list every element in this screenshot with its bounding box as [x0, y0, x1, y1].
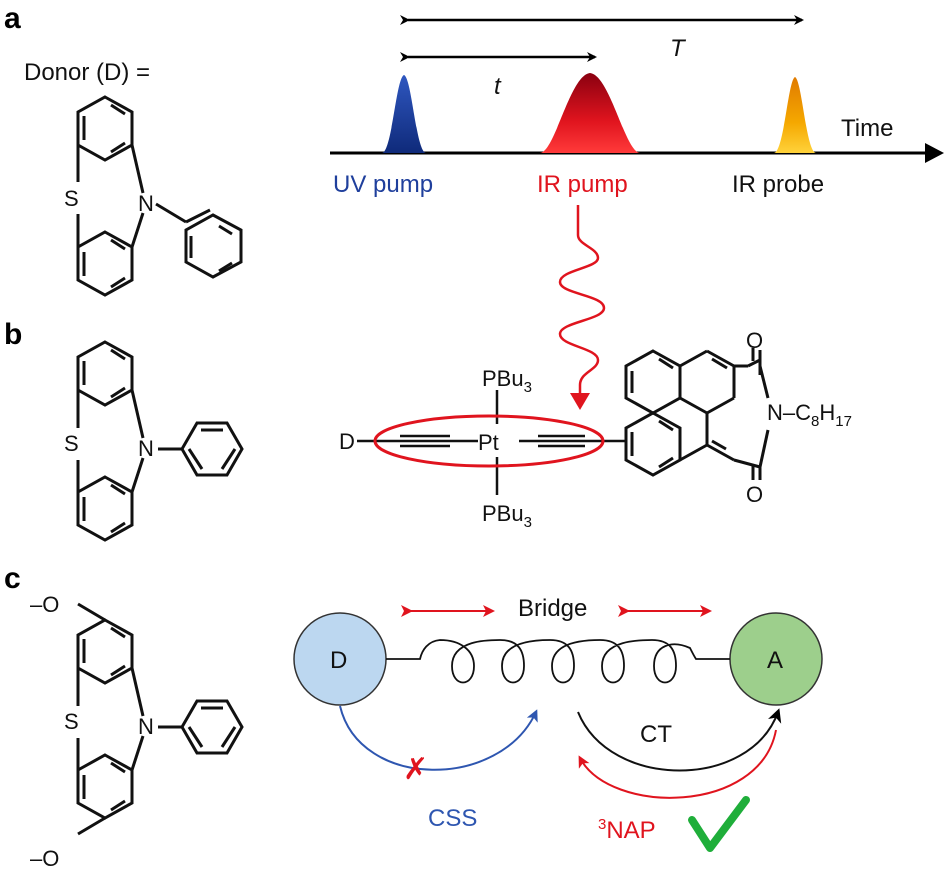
- ir-pump-label: IR pump: [537, 171, 628, 198]
- complex-donor-label: D: [339, 429, 355, 454]
- ligand-top-label: PBu3: [482, 366, 532, 396]
- delay-t-label: t: [494, 73, 502, 100]
- atom-s-b: S: [64, 431, 79, 456]
- molecule-dimethoxy-phenothiazine: [76, 602, 244, 836]
- panel-label-a: a: [4, 2, 21, 35]
- acceptor-node-label: A: [767, 647, 783, 674]
- nap-pathway-arrow: [578, 729, 777, 799]
- complex-bonds: [357, 390, 625, 495]
- naphthalimide-acceptor: [624, 348, 770, 480]
- ligand-bottom-label: PBu3: [482, 501, 532, 531]
- bridge-spring: [386, 639, 730, 684]
- imide-nitrogen-chain: N–C8H17: [767, 400, 852, 430]
- alkyne-highlight-ellipse: [373, 414, 605, 468]
- ir-excitation-wavy-arrow: [558, 205, 606, 398]
- panel-label-c: c: [4, 562, 21, 595]
- molecule-benzyl-phenothiazine: [76, 95, 243, 297]
- panel-label-b: b: [4, 318, 22, 351]
- donor-label: Donor (D) =: [24, 59, 150, 86]
- ir-pump-pulse: [540, 73, 640, 153]
- molecule-phenyl-phenothiazine-b: [76, 340, 244, 542]
- delay-T-label: T: [670, 35, 687, 62]
- nap-label: 3NAP: [598, 816, 656, 844]
- time-axis-arrowhead: [925, 143, 944, 163]
- atom-n-a: N: [138, 191, 154, 216]
- methoxy-top: –O: [30, 592, 59, 617]
- imide-oxygen-top: O: [746, 328, 763, 353]
- complex-metal-label: Pt: [478, 430, 499, 455]
- atom-s-a: S: [64, 186, 79, 211]
- time-label: Time: [841, 115, 893, 142]
- check-mark-icon: [688, 796, 750, 852]
- imide-oxygen-bottom: O: [746, 482, 763, 507]
- blocked-pathway-cross: ✗: [403, 753, 428, 786]
- ct-pathway-arrow: [577, 708, 782, 772]
- ir-probe-pulse: [774, 77, 816, 153]
- wavy-arrowhead: [570, 393, 590, 410]
- css-pathway-arrow: [339, 705, 538, 771]
- ct-label: CT: [640, 721, 672, 748]
- atom-n-b: N: [138, 436, 154, 461]
- uv-pump-pulse: [382, 75, 426, 153]
- uv-pump-label: UV pump: [333, 171, 433, 198]
- bridge-label: Bridge: [518, 595, 587, 622]
- css-label: CSS: [428, 805, 477, 832]
- methoxy-bottom: –O: [30, 846, 59, 871]
- atom-s-c: S: [64, 709, 79, 734]
- ir-probe-label: IR probe: [732, 171, 824, 198]
- atom-n-c: N: [138, 714, 154, 739]
- donor-node-label: D: [330, 647, 347, 674]
